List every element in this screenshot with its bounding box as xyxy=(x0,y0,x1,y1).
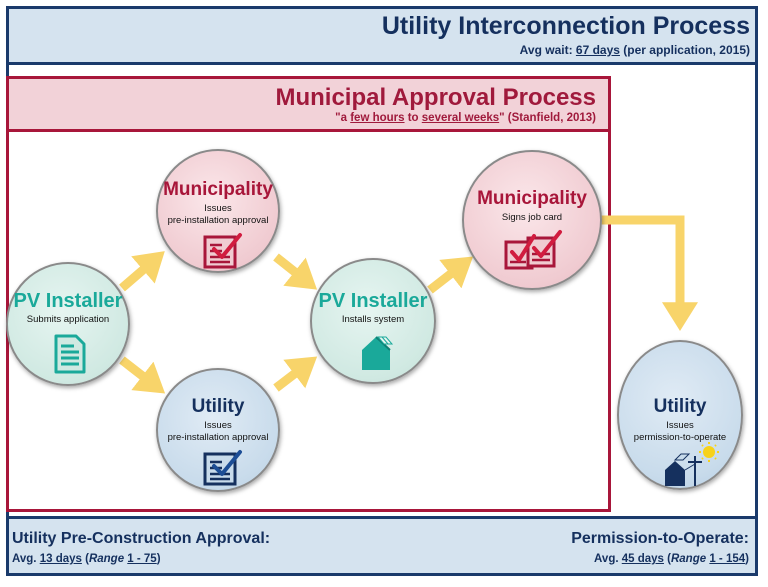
node-title: Municipality xyxy=(477,188,587,209)
stat-open: ( xyxy=(663,553,671,565)
document-icon xyxy=(54,334,86,374)
utility-header-divider xyxy=(6,62,758,65)
stat-close: ) xyxy=(156,553,161,565)
arrow-utility-to-installer xyxy=(273,356,318,392)
quote-close: " (Stanfield, 2013) xyxy=(499,112,596,124)
node-title: Utility xyxy=(191,396,245,417)
house-solar-icon xyxy=(362,336,394,370)
node-desc-line2: pre-installation approval xyxy=(167,432,269,443)
stat-range-value: 1 - 154 xyxy=(709,553,746,565)
pto-title: Permission-to-Operate: xyxy=(571,530,749,547)
utility-process-title: Utility Interconnection Process xyxy=(381,12,750,40)
node-desc: Installs system xyxy=(341,314,405,325)
stat-open: ( xyxy=(81,553,89,565)
node-desc-line1: Issues xyxy=(204,203,232,214)
stat-range-value: 1 - 75 xyxy=(127,553,157,565)
arrow-installer-to-utility xyxy=(119,356,166,394)
pv-installer-install-node: PV Installer Installs system xyxy=(310,258,436,384)
quote-mid: to xyxy=(404,112,422,124)
bottom-summary-band xyxy=(6,516,758,576)
stat-avg-value: 45 days xyxy=(621,553,664,565)
wait-prefix: Avg wait: xyxy=(519,43,576,57)
stat-prefix: Avg. xyxy=(594,553,622,565)
preconstruction-stats: Avg. 13 days (Range 1 - 75) xyxy=(12,553,161,565)
node-desc: Submits application xyxy=(26,314,110,325)
stat-close: ) xyxy=(745,553,749,565)
quote-max: several weeks xyxy=(421,112,500,124)
node-title: PV Installer xyxy=(13,290,123,312)
node-desc-line2: permission-to-operate xyxy=(633,432,727,443)
utility-preinstall-node: Utility Issues pre-installation approval xyxy=(156,368,280,492)
preconstruction-title: Utility Pre-Construction Approval: xyxy=(12,530,271,547)
utility-pto-node: Utility Issues permission-to-operate xyxy=(617,340,743,490)
node-title: PV Installer xyxy=(318,290,428,312)
pto-stats: Avg. 45 days (Range 1 - 154) xyxy=(594,553,749,565)
node-desc: Signs job card xyxy=(501,212,563,223)
stat-prefix: Avg. xyxy=(12,553,40,565)
arrow-municipality-to-utility xyxy=(598,215,698,331)
stat-range-label: Range xyxy=(670,553,707,565)
municipality-preinstall-node: Municipality Issues pre-installation app… xyxy=(156,149,280,273)
arrow-installer-to-municipality xyxy=(119,251,165,292)
pv-installer-submit-node: PV Installer Submits application xyxy=(6,262,130,386)
municipal-header xyxy=(9,79,608,129)
utility-avg-wait: Avg wait: 67 days (per application, 2015… xyxy=(520,43,750,57)
municipal-process-frame xyxy=(6,76,611,512)
double-checklist-icon xyxy=(504,230,562,270)
quote-min: few hours xyxy=(350,112,405,124)
node-desc-line1: Issues xyxy=(204,420,232,431)
arrow-municipality-to-installer xyxy=(273,253,318,290)
stat-avg-value: 13 days xyxy=(39,553,82,565)
node-desc-line2: pre-installation approval xyxy=(167,215,269,226)
node-title: Utility xyxy=(653,396,707,417)
stat-range-label: Range xyxy=(88,553,125,565)
municipal-quote: "a few hours to several weeks" (Stanfiel… xyxy=(335,112,596,124)
node-desc-line1: Issues xyxy=(666,420,694,431)
wait-value: 67 days xyxy=(575,43,620,57)
node-title: Municipality xyxy=(163,179,273,200)
power-pole-sun-icon xyxy=(665,442,719,486)
municipal-process-title: Municipal Approval Process xyxy=(275,84,596,111)
approval-checklist-icon xyxy=(203,233,242,269)
quote-open: "a xyxy=(335,112,351,124)
municipality-jobcard-node: Municipality Signs job card xyxy=(462,150,602,290)
arrow-installer-to-municipality-2 xyxy=(427,256,474,294)
approval-checklist-icon xyxy=(203,450,242,486)
utility-header xyxy=(9,9,755,62)
wait-suffix: (per application, 2015) xyxy=(619,43,750,57)
municipal-header-divider xyxy=(6,129,611,132)
